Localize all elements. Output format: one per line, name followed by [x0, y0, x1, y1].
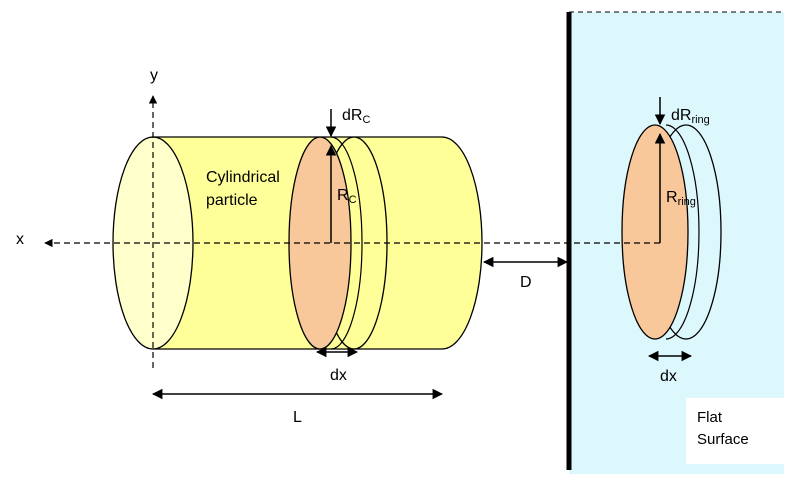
surface-label-line1: Flat	[697, 409, 723, 426]
rring-label: Rring	[666, 189, 696, 208]
y-axis-label: y	[150, 67, 158, 84]
particle-label-line2: particle	[206, 192, 258, 209]
cylinder-slice-inner-arc	[330, 136, 363, 350]
d-label: D	[520, 274, 532, 291]
particle-label-line1: Cylindrical	[206, 169, 280, 186]
surface-label-line2: Surface	[697, 431, 749, 448]
drc-label: dRC	[342, 107, 370, 126]
ring-disk	[621, 124, 689, 340]
l-label: L	[293, 409, 302, 426]
surface-label-box	[686, 398, 784, 464]
dx-right-label: dx	[660, 368, 677, 385]
x-axis-label: x	[16, 231, 24, 248]
rc-label: RC	[337, 187, 357, 206]
drring-label: dRring	[671, 107, 710, 126]
ring-inner-arc	[665, 124, 700, 340]
dx-left-label: dx	[330, 367, 347, 384]
